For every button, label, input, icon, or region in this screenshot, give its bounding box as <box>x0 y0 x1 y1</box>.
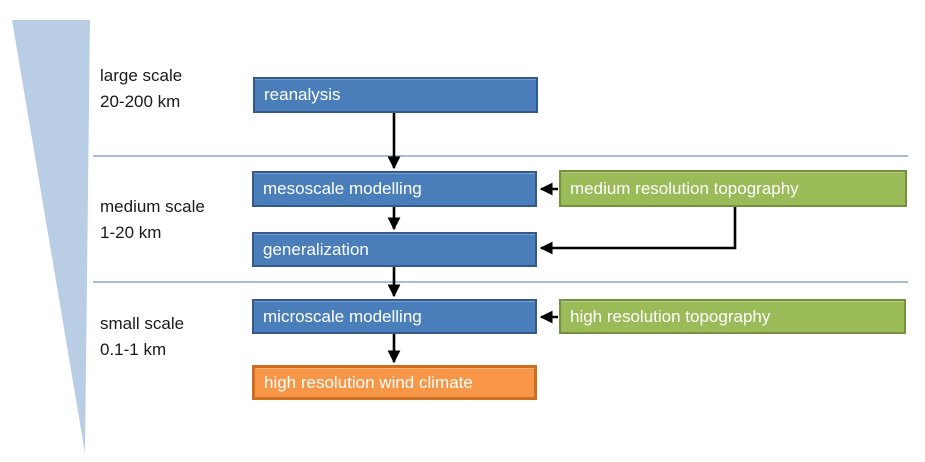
node-medium-resolution-topography: medium resolution topography <box>559 170 907 207</box>
node-label: high resolution wind climate <box>264 372 473 392</box>
scale-range: 0.1-1 km <box>100 340 167 359</box>
node-generalization: generalization <box>252 232 537 267</box>
node-microscale-modelling: microscale modelling <box>252 299 537 334</box>
node-label: mesoscale modelling <box>263 179 422 198</box>
node-mesoscale-modelling: mesoscale modelling <box>252 171 537 207</box>
scale-label-small: small scale 0.1-1 km <box>100 311 184 363</box>
node-high-resolution-topography: high resolution topography <box>559 299 906 334</box>
node-label: medium resolution topography <box>570 178 799 198</box>
scale-range: 1-20 km <box>100 223 162 242</box>
scale-name: large scale <box>100 66 183 85</box>
node-label: generalization <box>263 239 369 259</box>
node-high-resolution-wind-climate: high resolution wind climate <box>252 365 537 400</box>
arrow-medium-topo-to-generalization <box>539 207 737 255</box>
scale-wedge <box>12 20 90 453</box>
node-label: high resolution topography <box>570 306 771 326</box>
scale-range: 20-200 km <box>100 92 181 111</box>
scale-label-medium: medium scale 1-20 km <box>100 194 205 246</box>
node-label: reanalysis <box>264 85 341 104</box>
node-label: microscale modelling <box>263 306 422 326</box>
scale-name: small scale <box>100 314 185 333</box>
scale-label-large: large scale 20-200 km <box>100 63 182 115</box>
scale-name: medium scale <box>100 197 205 216</box>
node-reanalysis: reanalysis <box>253 77 538 113</box>
